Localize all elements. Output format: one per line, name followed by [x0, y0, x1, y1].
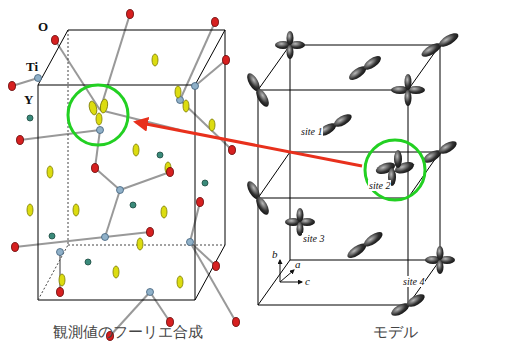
axis-label: a — [295, 258, 301, 270]
axis-label: c — [305, 275, 310, 287]
axis-label: b — [272, 248, 278, 260]
highlight-circle — [68, 85, 128, 145]
site-label: site 2 — [368, 180, 391, 191]
site-label: site 4 — [402, 276, 425, 287]
site-label: site 3 — [302, 233, 325, 244]
element-label: O — [38, 20, 48, 34]
caption-text: モデル — [373, 324, 418, 341]
element-label: Y — [24, 93, 33, 107]
site-label: site 1 — [300, 126, 323, 137]
highlight-circle — [365, 140, 425, 200]
caption-text: 観測値のフーリエ合成 — [53, 324, 203, 341]
model-lattice — [245, 31, 461, 319]
pointer-arrow — [136, 122, 362, 166]
element-label: Ti — [26, 60, 38, 74]
crystal-structure — [9, 10, 240, 341]
